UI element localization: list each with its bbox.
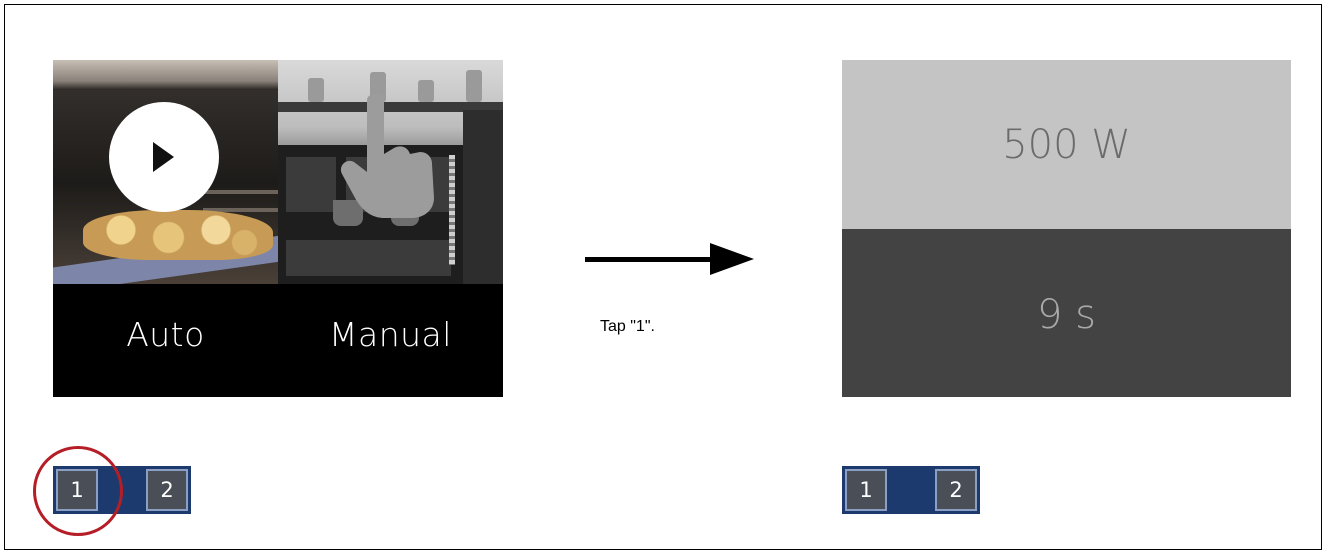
- play-icon: [153, 142, 174, 172]
- power-value: 500 W: [1002, 122, 1131, 168]
- power-time-screen: 500 W 9 s: [842, 60, 1291, 397]
- time-value: 9 s: [1036, 292, 1096, 338]
- manual-mode-label[interactable]: Manual: [329, 315, 452, 354]
- figure-frame: [4, 4, 1322, 550]
- tap-highlight-circle: [33, 446, 123, 536]
- manual-mode-tile[interactable]: [278, 60, 503, 284]
- instruction-text: Tap "1".: [600, 318, 655, 335]
- food-on-tray: [83, 210, 273, 260]
- stove-column: [463, 110, 503, 284]
- mantel-shelf: [278, 102, 503, 112]
- jar-shape: [418, 80, 434, 102]
- page-selector-after: 1 2: [842, 466, 980, 514]
- mode-selection-screen: Auto Manual: [53, 60, 503, 397]
- power-setting-block[interactable]: [842, 60, 1291, 229]
- auto-mode-tile[interactable]: [53, 60, 278, 284]
- jar-shape: [466, 70, 482, 102]
- hanging-chain: [449, 155, 455, 265]
- oven-photo-detail: [53, 60, 278, 90]
- oven-rack: [203, 190, 278, 194]
- arrow-shaft: [585, 257, 715, 262]
- time-setting-block[interactable]: [842, 229, 1291, 397]
- hand-pointer-icon: [340, 94, 434, 218]
- pot-shape: [333, 200, 363, 226]
- page-1-button[interactable]: 1: [845, 469, 887, 511]
- page-2-button[interactable]: 2: [935, 469, 977, 511]
- arrow-right-icon: [710, 243, 754, 275]
- auto-mode-label[interactable]: Auto: [126, 315, 205, 354]
- jar-shape: [308, 78, 324, 102]
- oven-rack: [203, 208, 278, 212]
- page-2-button[interactable]: 2: [146, 469, 188, 511]
